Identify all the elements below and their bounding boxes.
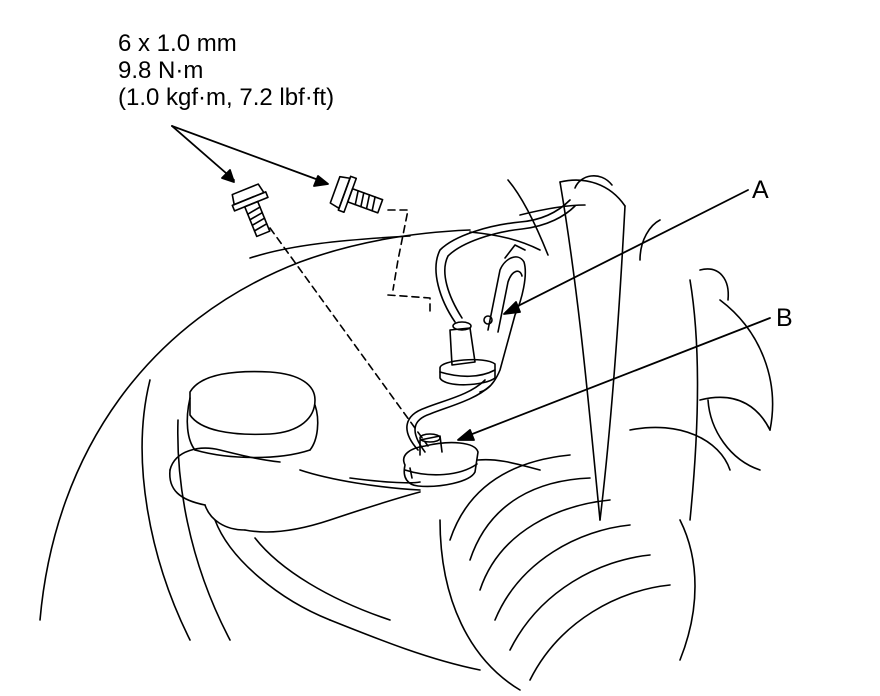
- bracket-dashed-guide: [388, 295, 430, 312]
- sensor-wire: [407, 200, 575, 452]
- arrowhead-icon: [222, 170, 234, 182]
- lower-arm: [170, 372, 480, 670]
- wheel-speed-sensor-b: [404, 434, 478, 486]
- bolt-alignment-line: [270, 210, 428, 446]
- sensor-flange: [350, 460, 540, 483]
- flange-bolt-right: [329, 173, 386, 223]
- callout-label-b: B: [776, 304, 793, 332]
- callout-leader-b: [458, 318, 770, 440]
- callout-label-a: A: [752, 176, 769, 204]
- drive-shaft-boot: [440, 397, 770, 690]
- callout-leader-a: [504, 190, 748, 314]
- wire-bracket-a: [480, 245, 525, 392]
- arrowhead-icon: [504, 302, 520, 314]
- arrowhead-icon: [314, 176, 328, 186]
- upper-grommet: [440, 322, 495, 385]
- flange-bolt-left: [229, 183, 280, 241]
- torque-alt-units-text: (1.0 kgf·m, 7.2 lbf·ft): [118, 84, 335, 111]
- knuckle-outline: [40, 230, 540, 640]
- bolt-size-text: 6 x 1.0 mm: [118, 30, 237, 57]
- torque-nm-text: 9.8 N·m: [118, 57, 204, 84]
- arrowhead-icon: [458, 430, 474, 440]
- spec-pointer-arrows: [172, 126, 328, 186]
- strut-body: [508, 176, 773, 660]
- torque-spec: 6 x 1.0 mm 9.8 N·m (1.0 kgf·m, 7.2 lbf·f…: [118, 30, 334, 111]
